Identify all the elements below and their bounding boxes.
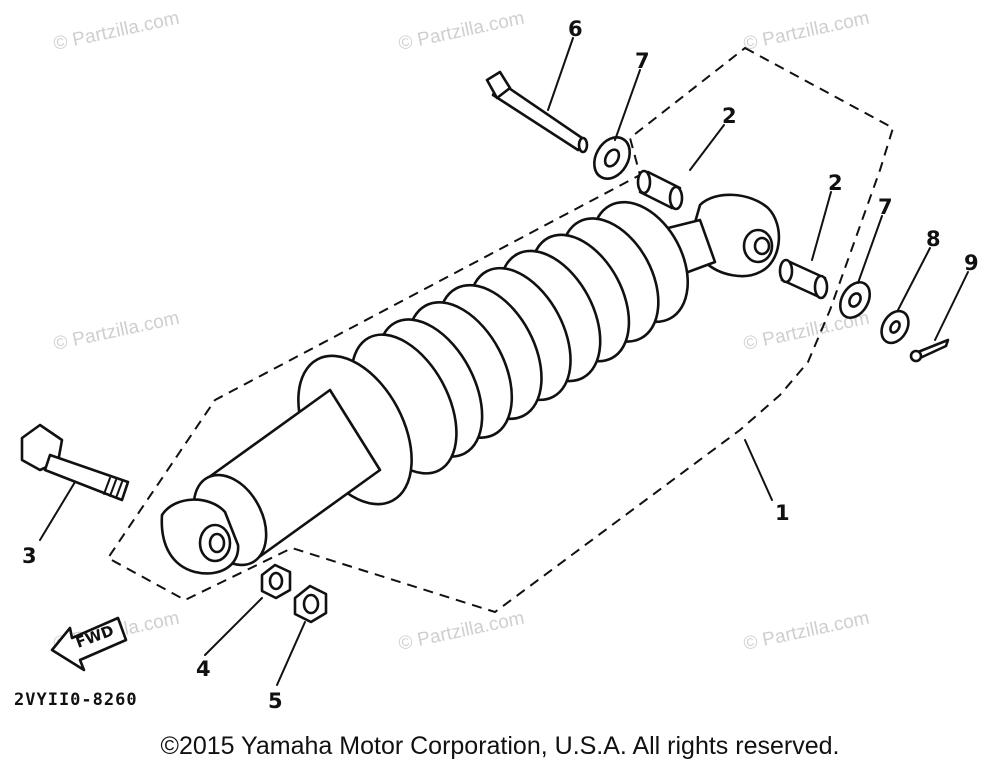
bolt-short bbox=[20, 423, 130, 502]
cotter-pin bbox=[909, 338, 950, 363]
callout-6: 6 bbox=[568, 17, 583, 41]
callout-5: 5 bbox=[268, 689, 283, 713]
copyright-notice: ©2015 Yamaha Motor Corporation, U.S.A. A… bbox=[160, 732, 840, 760]
callout-2-upper: 2 bbox=[722, 104, 737, 128]
diagram-code: 2VYII0-8260 bbox=[14, 690, 138, 710]
callout-9: 9 bbox=[964, 251, 979, 275]
callout-1: 1 bbox=[775, 501, 790, 525]
assembly-boundary bbox=[106, 46, 895, 614]
collar-right bbox=[778, 258, 829, 300]
watermark-text: © Partzilla.com bbox=[742, 8, 872, 55]
watermark-text: © Partzilla.com bbox=[52, 308, 182, 355]
washer-upper bbox=[593, 136, 631, 180]
callout-numbers: 6 7 2 2 7 8 9 1 3 4 5 bbox=[22, 17, 979, 713]
nut-lower bbox=[260, 563, 292, 600]
shock-absorber-assembly bbox=[160, 193, 781, 575]
callout-2-right: 2 bbox=[828, 171, 843, 195]
callout-4: 4 bbox=[196, 657, 211, 681]
watermark-text: © Partzilla.com bbox=[397, 8, 527, 55]
fwd-arrow-icon: FWD bbox=[50, 616, 128, 672]
callout-7-right: 7 bbox=[878, 195, 893, 219]
leader-lines bbox=[39, 37, 969, 686]
bolt-long bbox=[485, 70, 589, 154]
washer-right bbox=[838, 281, 872, 319]
callout-7-upper: 7 bbox=[635, 49, 650, 73]
watermark-text: © Partzilla.com bbox=[52, 8, 182, 55]
collar-upper bbox=[636, 169, 684, 211]
plain-washer bbox=[880, 309, 910, 345]
nut-self-locking bbox=[293, 584, 328, 624]
watermark-text: © Partzilla.com bbox=[742, 608, 872, 655]
callout-3: 3 bbox=[22, 544, 37, 568]
callout-8: 8 bbox=[926, 227, 941, 251]
watermark-text: © Partzilla.com bbox=[397, 608, 527, 655]
